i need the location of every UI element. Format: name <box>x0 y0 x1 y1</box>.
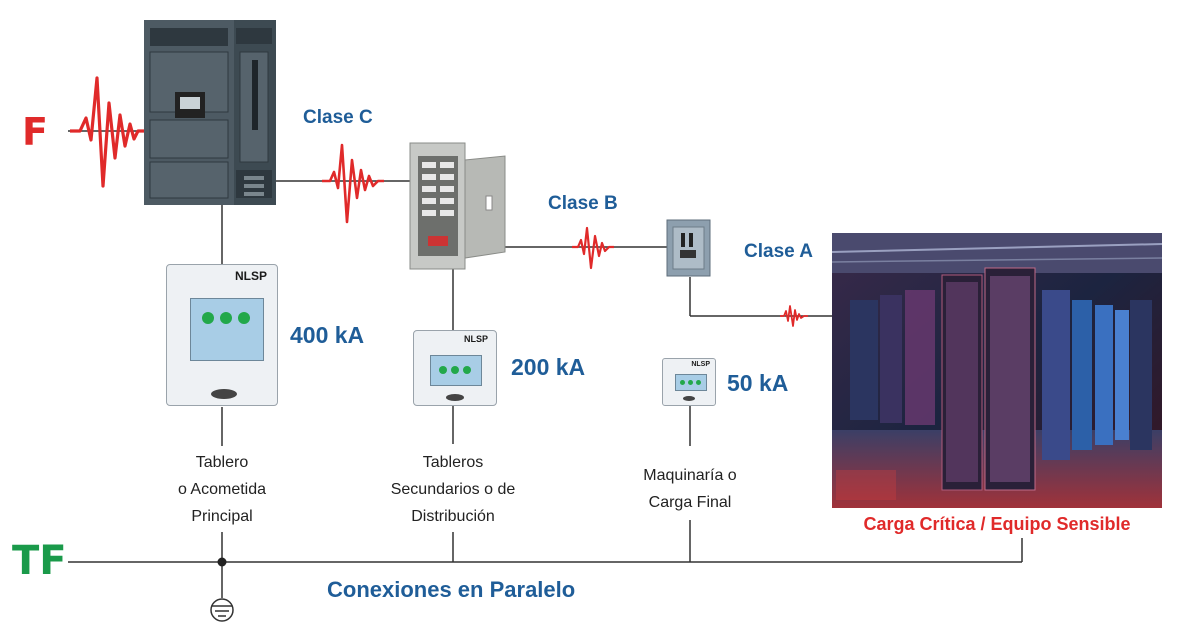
caption-final-load: Maquinaría o Carga Final <box>610 462 770 516</box>
status-led <box>696 380 701 385</box>
rating-final: 50 kA <box>727 370 789 396</box>
caption-line: Tablero <box>195 454 249 471</box>
caption-line: Carga Final <box>648 494 732 511</box>
protector-display <box>430 355 482 386</box>
datacenter-image <box>831 233 1163 508</box>
caption-secondary-panels: Tableros Secundarios o de Distribución <box>363 449 543 530</box>
protector-logo <box>211 389 237 399</box>
surge-protector-secondary: NLSP <box>413 330 497 406</box>
protector-brand: NLSP <box>691 361 710 368</box>
rating-main: 400 kA <box>290 322 365 348</box>
secondary-panelboard <box>409 142 506 270</box>
critical-load-label: Carga Crítica / Equipo Sensible <box>863 514 1131 534</box>
status-led <box>451 366 459 374</box>
surge-waveform-large <box>70 76 145 188</box>
class-b-label: Clase B <box>548 193 618 214</box>
caption-line: Distribución <box>411 508 495 525</box>
main-switchgear-cabinet <box>144 20 276 205</box>
caption-main-panel: Tablero o Acometida Principal <box>142 449 302 530</box>
caption-line: Principal <box>191 508 253 525</box>
status-led <box>202 312 214 324</box>
class-a-label: Clase A <box>744 241 813 262</box>
caption-line: Maquinaría o <box>643 467 737 484</box>
phase-label: F <box>22 110 48 154</box>
protector-brand: NLSP <box>234 269 267 283</box>
protector-logo <box>683 396 695 401</box>
caption-line: o Acometida <box>177 481 267 498</box>
ground-node <box>217 557 227 567</box>
parallel-connections-label: Conexiones en Paralelo <box>327 577 576 602</box>
surge-waveform-class-b <box>572 226 614 270</box>
protector-display <box>190 298 264 361</box>
status-led <box>220 312 232 324</box>
protector-display <box>675 374 707 391</box>
class-c-label: Clase C <box>303 107 373 128</box>
final-disconnect-box <box>666 219 711 277</box>
status-led <box>238 312 250 324</box>
caption-line: Secundarios o de <box>390 481 516 498</box>
status-led <box>688 380 693 385</box>
surge-waveform-class-c <box>322 143 384 224</box>
ground-label: TF <box>12 538 67 584</box>
surge-protector-final: NLSP <box>662 358 716 406</box>
earth-ground-icon <box>210 598 234 622</box>
surge-waveform-class-a <box>780 305 808 327</box>
status-led <box>439 366 447 374</box>
protector-brand: NLSP <box>463 334 488 344</box>
surge-protector-main: NLSP <box>166 264 278 406</box>
status-led <box>463 366 471 374</box>
status-led <box>680 380 685 385</box>
protector-logo <box>446 394 464 401</box>
rating-secondary: 200 kA <box>511 354 586 380</box>
caption-line: Tableros <box>422 454 484 471</box>
